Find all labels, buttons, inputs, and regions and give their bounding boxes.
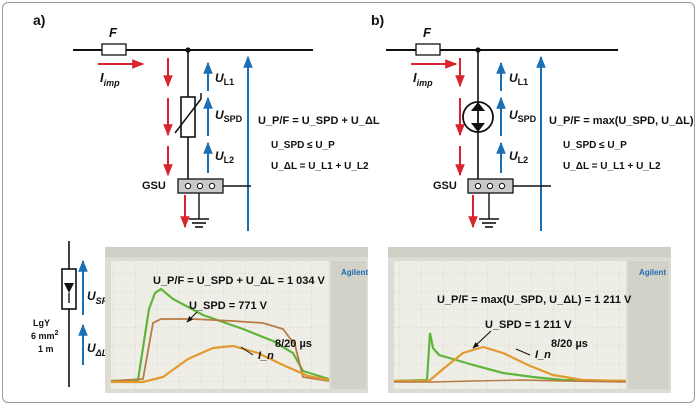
scope-a-label-in: I_n (258, 350, 274, 362)
equation-uspd: U_SPD ≤ U_P (271, 140, 335, 151)
panel-a-label: a) (33, 12, 45, 28)
scope-a-softkeys (331, 261, 366, 389)
u-spd-label: USPD (509, 108, 537, 124)
spark-gap-arrow-up (471, 102, 485, 111)
u-l1-label: UL1 (509, 71, 528, 87)
oscilloscope-b: Agilent U_P/F = max(U_SPD, U_ΔL) = 1 211… (388, 247, 671, 393)
scope-b-label-upf: U_P/F = max(U_SPD, U_ΔL) = 1 211 V (437, 294, 632, 306)
u-l2-label: UL2 (215, 149, 234, 165)
spark-gap-arrow-down (471, 123, 485, 132)
gsu-label: GSU (142, 180, 166, 192)
trace-upf (110, 287, 330, 383)
terminal (208, 182, 216, 190)
u-l1-label: UL1 (215, 71, 234, 87)
side-u-dl-label: UΔL (87, 341, 107, 358)
varistor-slash (174, 98, 202, 134)
lgy-label: LgY (33, 318, 50, 328)
equation-udl: U_ΔL = U_L1 + U_L2 (271, 161, 369, 172)
scope-a-in-pointer (240, 346, 254, 356)
cross-section-label: 6 mm2 (31, 330, 59, 341)
scope-b-status-bar (388, 247, 671, 257)
equation-upf: U_P/F = max(U_SPD, U_ΔL) (549, 115, 694, 127)
u-spd-label: USPD (215, 108, 243, 124)
scope-a-brand: Agilent (341, 268, 368, 277)
trace-upf (393, 332, 627, 383)
scope-b-brand: Agilent (639, 268, 666, 277)
scope-b-softkeys (628, 261, 669, 389)
terminal (498, 182, 506, 190)
scope-a-status-bar (105, 247, 368, 257)
terminal (474, 182, 482, 190)
scope-b-label-waveform: 8/20 µs (551, 338, 588, 350)
scope-a-label-waveform: 8/20 µs (275, 338, 312, 350)
equation-udl: U_ΔL = U_L1 + U_L2 (563, 161, 661, 172)
scope-b-pointer (472, 330, 492, 349)
equation-uspd: U_SPD ≤ U_P (563, 140, 627, 151)
terminal (486, 182, 494, 190)
side-circuit: USPD UΔL LgY 6 mm2 1 m (31, 241, 115, 387)
side-spd-arrow (64, 283, 74, 293)
scope-a-label-upf: U_P/F = U_SPD + U_ΔL = 1 034 V (153, 275, 326, 287)
fuse (415, 43, 441, 56)
scope-a-label-uspd: U_SPD = 771 V (189, 300, 268, 312)
figure-canvas: a) F Iimp UL1 USPD UL2 U_P/F = U_SPD + U… (31, 12, 694, 393)
trace-uspd (394, 379, 627, 383)
oscilloscope-a: Agilent U_P/F = U_SPD + U_ΔL = 1 034 V U… (105, 247, 368, 393)
equation-upf: U_P/F = U_SPD + U_ΔL (258, 115, 380, 127)
gsu-label: GSU (433, 180, 457, 192)
trace-in (111, 344, 330, 384)
scope-b-label-uspd: U_SPD = 1 211 V (485, 319, 572, 331)
impulse-current-label: Iimp (413, 70, 433, 88)
trace-uspd (110, 318, 330, 382)
fuse-label: F (423, 25, 432, 40)
fuse-label: F (109, 25, 118, 40)
fuse (101, 43, 127, 56)
panel-b: b) F Iimp UL1 USPD UL2 U_P/F = max(U_SPD… (371, 12, 694, 231)
scope-b-in-pointer (515, 348, 531, 356)
panel-b-label: b) (371, 12, 384, 28)
terminal (184, 182, 192, 190)
scope-a-pointer (186, 311, 198, 323)
impulse-current-label: Iimp (100, 70, 120, 88)
terminal (196, 182, 204, 190)
trace-in (394, 345, 627, 383)
scope-b-label-in: I_n (535, 349, 551, 361)
scope-b-grid (394, 261, 626, 389)
panel-a: a) F Iimp UL1 USPD UL2 U_P/F = U_SPD + U… (33, 12, 380, 231)
u-l2-label: UL2 (509, 149, 528, 165)
length-label: 1 m (38, 344, 54, 354)
